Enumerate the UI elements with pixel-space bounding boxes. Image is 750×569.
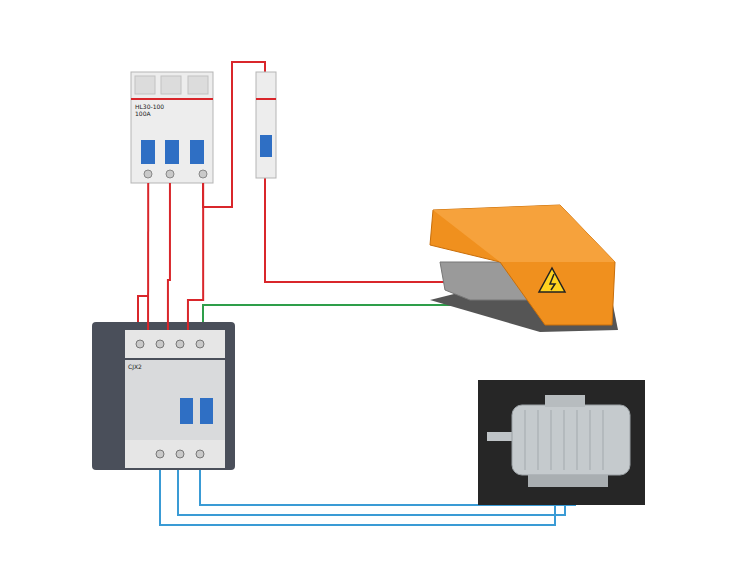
warning-sign	[539, 268, 565, 292]
screw	[196, 450, 204, 458]
toggle	[165, 140, 179, 164]
screw	[136, 340, 144, 348]
front-plate	[125, 360, 225, 440]
part-label: CJX2	[128, 364, 235, 371]
terminal	[188, 76, 208, 94]
screw	[156, 450, 164, 458]
terminal	[135, 76, 155, 94]
control-wire	[265, 178, 448, 282]
screw	[144, 170, 152, 178]
part-label: 100A	[135, 111, 213, 118]
screw	[199, 170, 207, 178]
power-wire	[147, 183, 149, 330]
foot-switch	[430, 205, 618, 332]
breaker-body	[131, 72, 213, 183]
red-stripe	[131, 98, 213, 100]
screw	[196, 340, 204, 348]
cooling-fins	[525, 410, 603, 470]
cover-top	[433, 205, 615, 262]
toggle	[141, 140, 155, 164]
shaft	[487, 432, 513, 441]
contactor-body	[92, 322, 235, 470]
return-wire	[203, 305, 470, 336]
top-terminals	[125, 330, 225, 358]
breaker-body	[256, 72, 276, 178]
indicator-window	[180, 398, 193, 424]
screw	[176, 450, 184, 458]
screw	[156, 340, 164, 348]
three-pole-breaker	[131, 72, 213, 183]
single-pole-breaker	[256, 72, 276, 178]
terminal	[161, 76, 181, 94]
power-wire	[188, 183, 203, 330]
indicator-window	[200, 398, 213, 424]
toggle	[190, 140, 204, 164]
photo-ground	[478, 380, 645, 505]
screw	[176, 340, 184, 348]
contactor-box: CJX2	[92, 330, 235, 470]
motor	[478, 380, 645, 505]
terminal-box	[545, 395, 585, 407]
contactor	[92, 322, 235, 470]
motor-feet	[528, 475, 608, 487]
bottom-terminals	[125, 440, 225, 468]
part-label: HL30-100	[135, 104, 213, 111]
motor-body	[512, 405, 630, 475]
toggle	[260, 135, 272, 157]
red-stripe	[256, 98, 276, 100]
breaker-box: HL30-100100A	[131, 72, 213, 183]
bolt-symbol	[550, 274, 555, 290]
screw	[166, 170, 174, 178]
power-wire	[168, 183, 170, 330]
switch-cover	[430, 205, 615, 325]
